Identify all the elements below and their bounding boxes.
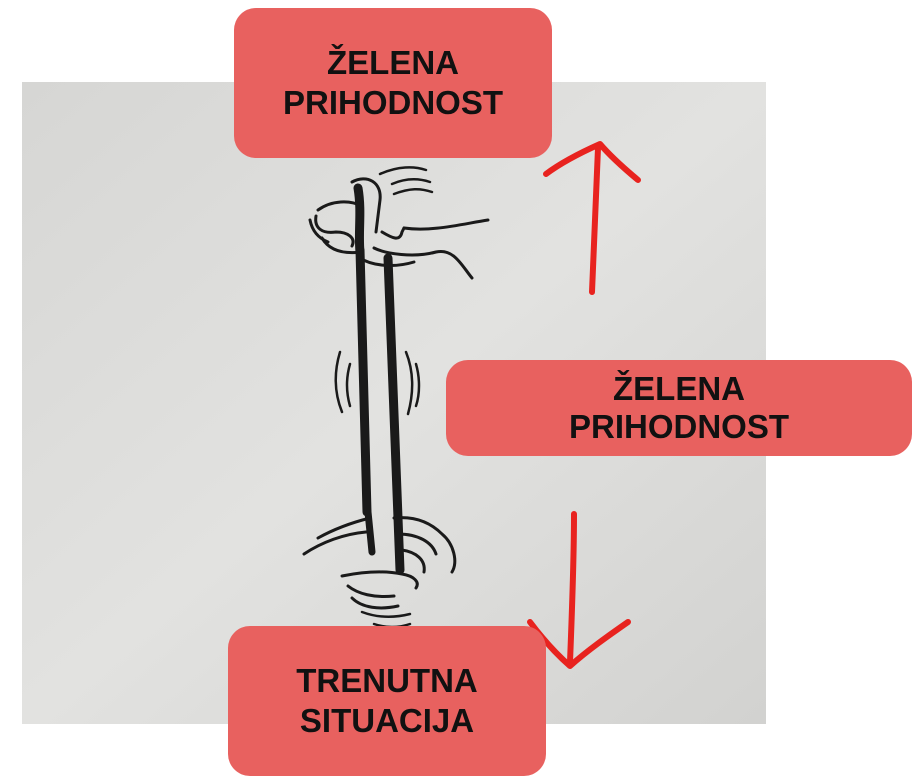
future-label-top-line2: PRIHODNOST bbox=[283, 83, 503, 123]
future-label-middle: ŽELENA PRIHODNOST bbox=[446, 360, 912, 456]
current-situation-label-line2: SITUACIJA bbox=[300, 701, 474, 741]
current-situation-label: TRENUTNA SITUACIJA bbox=[228, 626, 546, 776]
future-label-top-line1: ŽELENA bbox=[327, 43, 459, 83]
future-label-middle-line1: ŽELENA bbox=[613, 370, 745, 408]
future-label-top: ŽELENA PRIHODNOST bbox=[234, 8, 552, 158]
future-label-middle-line2: PRIHODNOST bbox=[569, 408, 789, 446]
current-situation-label-line1: TRENUTNA bbox=[296, 661, 477, 701]
